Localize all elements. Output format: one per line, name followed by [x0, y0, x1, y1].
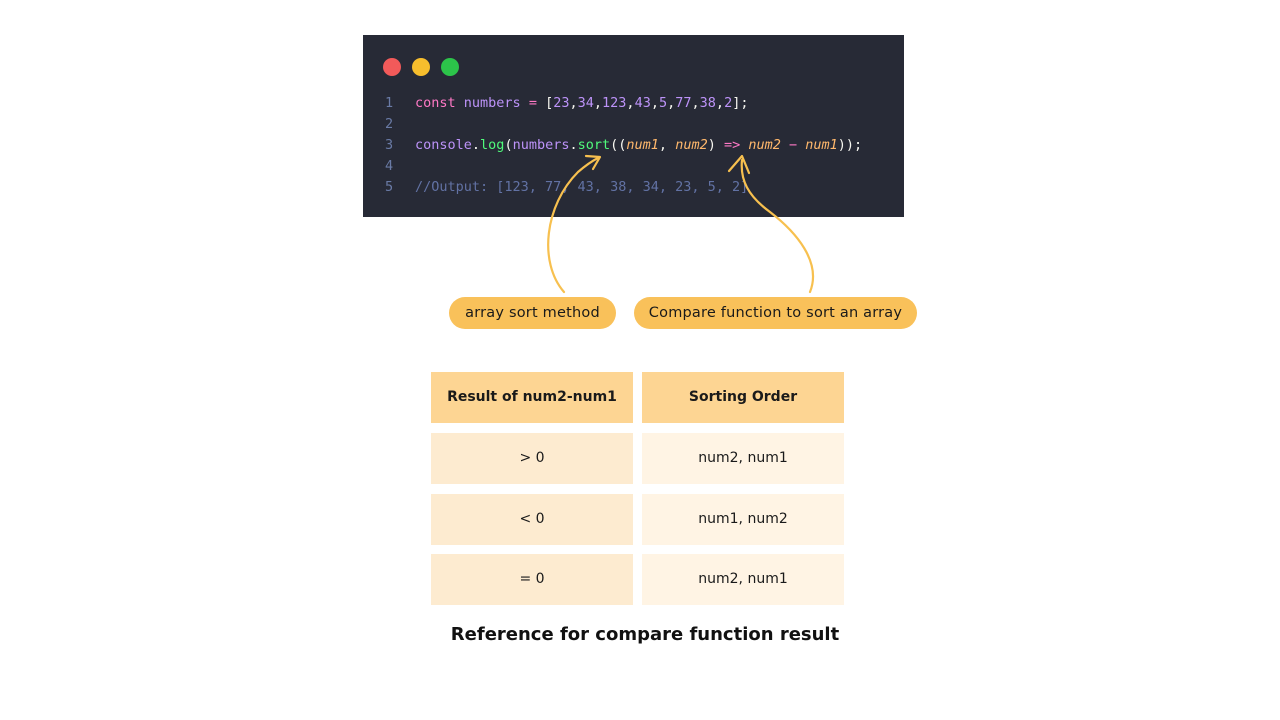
- code-token: 34: [577, 95, 594, 111]
- code-token: (: [504, 137, 513, 153]
- code-token: ,: [593, 95, 603, 111]
- code-token: 43: [634, 95, 651, 111]
- code-token: ,: [658, 137, 676, 153]
- table-header-order: Sorting Order: [642, 372, 844, 423]
- table-cell-result: < 0: [431, 494, 633, 545]
- code-token: ,: [626, 95, 635, 111]
- code-token: 38: [699, 95, 716, 111]
- code-token: ));: [837, 137, 863, 153]
- code-token: ((: [610, 137, 627, 153]
- minimize-dot: [412, 58, 430, 76]
- code-token: .: [569, 137, 578, 153]
- code-token: ,: [650, 95, 659, 111]
- code-token: console: [415, 137, 472, 153]
- line-number: 1: [385, 95, 394, 111]
- figure-caption: Reference for compare function result: [450, 624, 840, 645]
- code-text: //Output: [123, 77, 43, 38, 34, 23, 5, 2…: [415, 177, 748, 197]
- code-token: =>: [723, 137, 741, 153]
- table-cell-order: num2, num1: [642, 433, 844, 484]
- code-token: ,: [569, 95, 578, 111]
- table-cell-order: num2, num1: [642, 554, 844, 605]
- code-token: numbers: [512, 137, 570, 153]
- code-token: 23: [553, 95, 570, 111]
- code-text: console.log(numbers.sort((num1, num2) =>…: [415, 135, 862, 155]
- code-text: const numbers = [23,34,123,43,5,77,38,2]…: [415, 93, 748, 113]
- code-token: num1: [626, 137, 659, 153]
- code-token: .: [471, 137, 481, 153]
- code-token: [: [545, 95, 554, 111]
- code-token: const: [415, 95, 464, 111]
- line-number: 2: [385, 116, 394, 132]
- code-token: log: [480, 137, 505, 153]
- code-token: ,: [667, 95, 676, 111]
- table-cell-result: > 0: [431, 433, 633, 484]
- code-token: −: [780, 137, 806, 153]
- code-token: ,: [691, 95, 700, 111]
- code-token: 2: [724, 95, 733, 111]
- line-number: 5: [385, 179, 394, 195]
- code-token: num1: [805, 137, 838, 153]
- table-cell-result: = 0: [431, 554, 633, 605]
- table-header-result: Result of num2-num1: [431, 372, 633, 423]
- code-token: sort: [577, 137, 611, 153]
- code-token: numbers: [463, 95, 521, 111]
- close-dot: [383, 58, 401, 76]
- table-cell-order: num1, num2: [642, 494, 844, 545]
- line-number: 3: [385, 137, 394, 153]
- code-token: =: [520, 95, 546, 111]
- code-token: num2: [675, 137, 708, 153]
- code-token: num2: [748, 137, 781, 153]
- code-token: 123: [602, 95, 627, 111]
- code-token: //Output: [123, 77, 43, 38, 34, 23, 5, 2…: [415, 179, 749, 195]
- maximize-dot: [441, 58, 459, 76]
- code-token: ): [707, 137, 724, 153]
- compare-function-label: Compare function to sort an array: [634, 297, 917, 329]
- sort-method-label: array sort method: [449, 297, 616, 329]
- code-token: 5: [658, 95, 668, 111]
- code-token: 77: [675, 95, 692, 111]
- code-token: ];: [732, 95, 749, 111]
- code-token: ,: [715, 95, 725, 111]
- line-number: 4: [385, 158, 394, 174]
